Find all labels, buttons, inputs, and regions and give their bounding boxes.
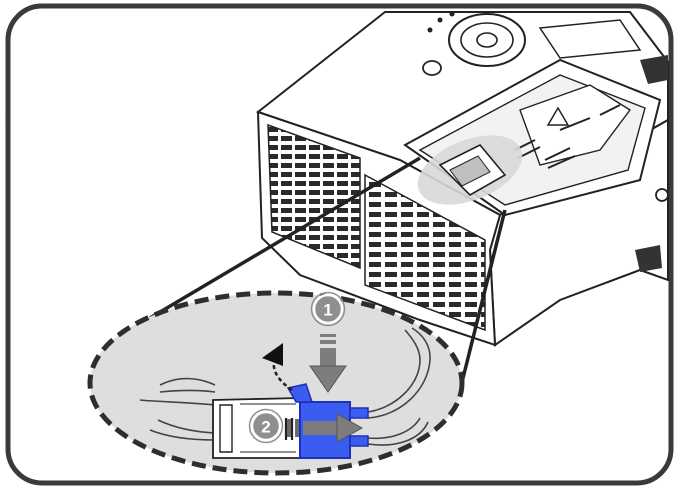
vent-grille-right xyxy=(364,173,486,332)
step-number-2: 2 xyxy=(261,418,270,437)
projector-foot xyxy=(635,245,662,272)
callout-line-right xyxy=(460,209,507,383)
lens-edge xyxy=(640,55,668,84)
grip-ridges xyxy=(284,418,294,440)
cables xyxy=(139,327,431,446)
step-badge-2: 2 xyxy=(248,408,284,444)
top-panel xyxy=(538,19,642,59)
vent-grille-left xyxy=(267,123,361,270)
callout-line-left xyxy=(149,156,421,320)
rotate-arrow xyxy=(262,343,293,392)
zoom-callout: 1 2 xyxy=(87,290,465,476)
power-button-icon xyxy=(422,60,442,76)
projector-body xyxy=(255,11,669,347)
step-badge-1: 1 xyxy=(310,291,346,327)
arrow-right xyxy=(287,413,364,443)
step-number-1: 1 xyxy=(323,301,332,320)
lamp-compartment xyxy=(403,58,662,217)
indicator-led-icon xyxy=(449,11,455,17)
arrow-down xyxy=(309,334,347,393)
warning-triangle-icon xyxy=(546,106,570,126)
indicator-led-icon xyxy=(427,27,433,33)
socket-latch xyxy=(286,383,314,403)
side-button-icon xyxy=(655,188,669,202)
indicator-led-icon xyxy=(437,17,443,23)
control-keypad xyxy=(422,11,526,76)
